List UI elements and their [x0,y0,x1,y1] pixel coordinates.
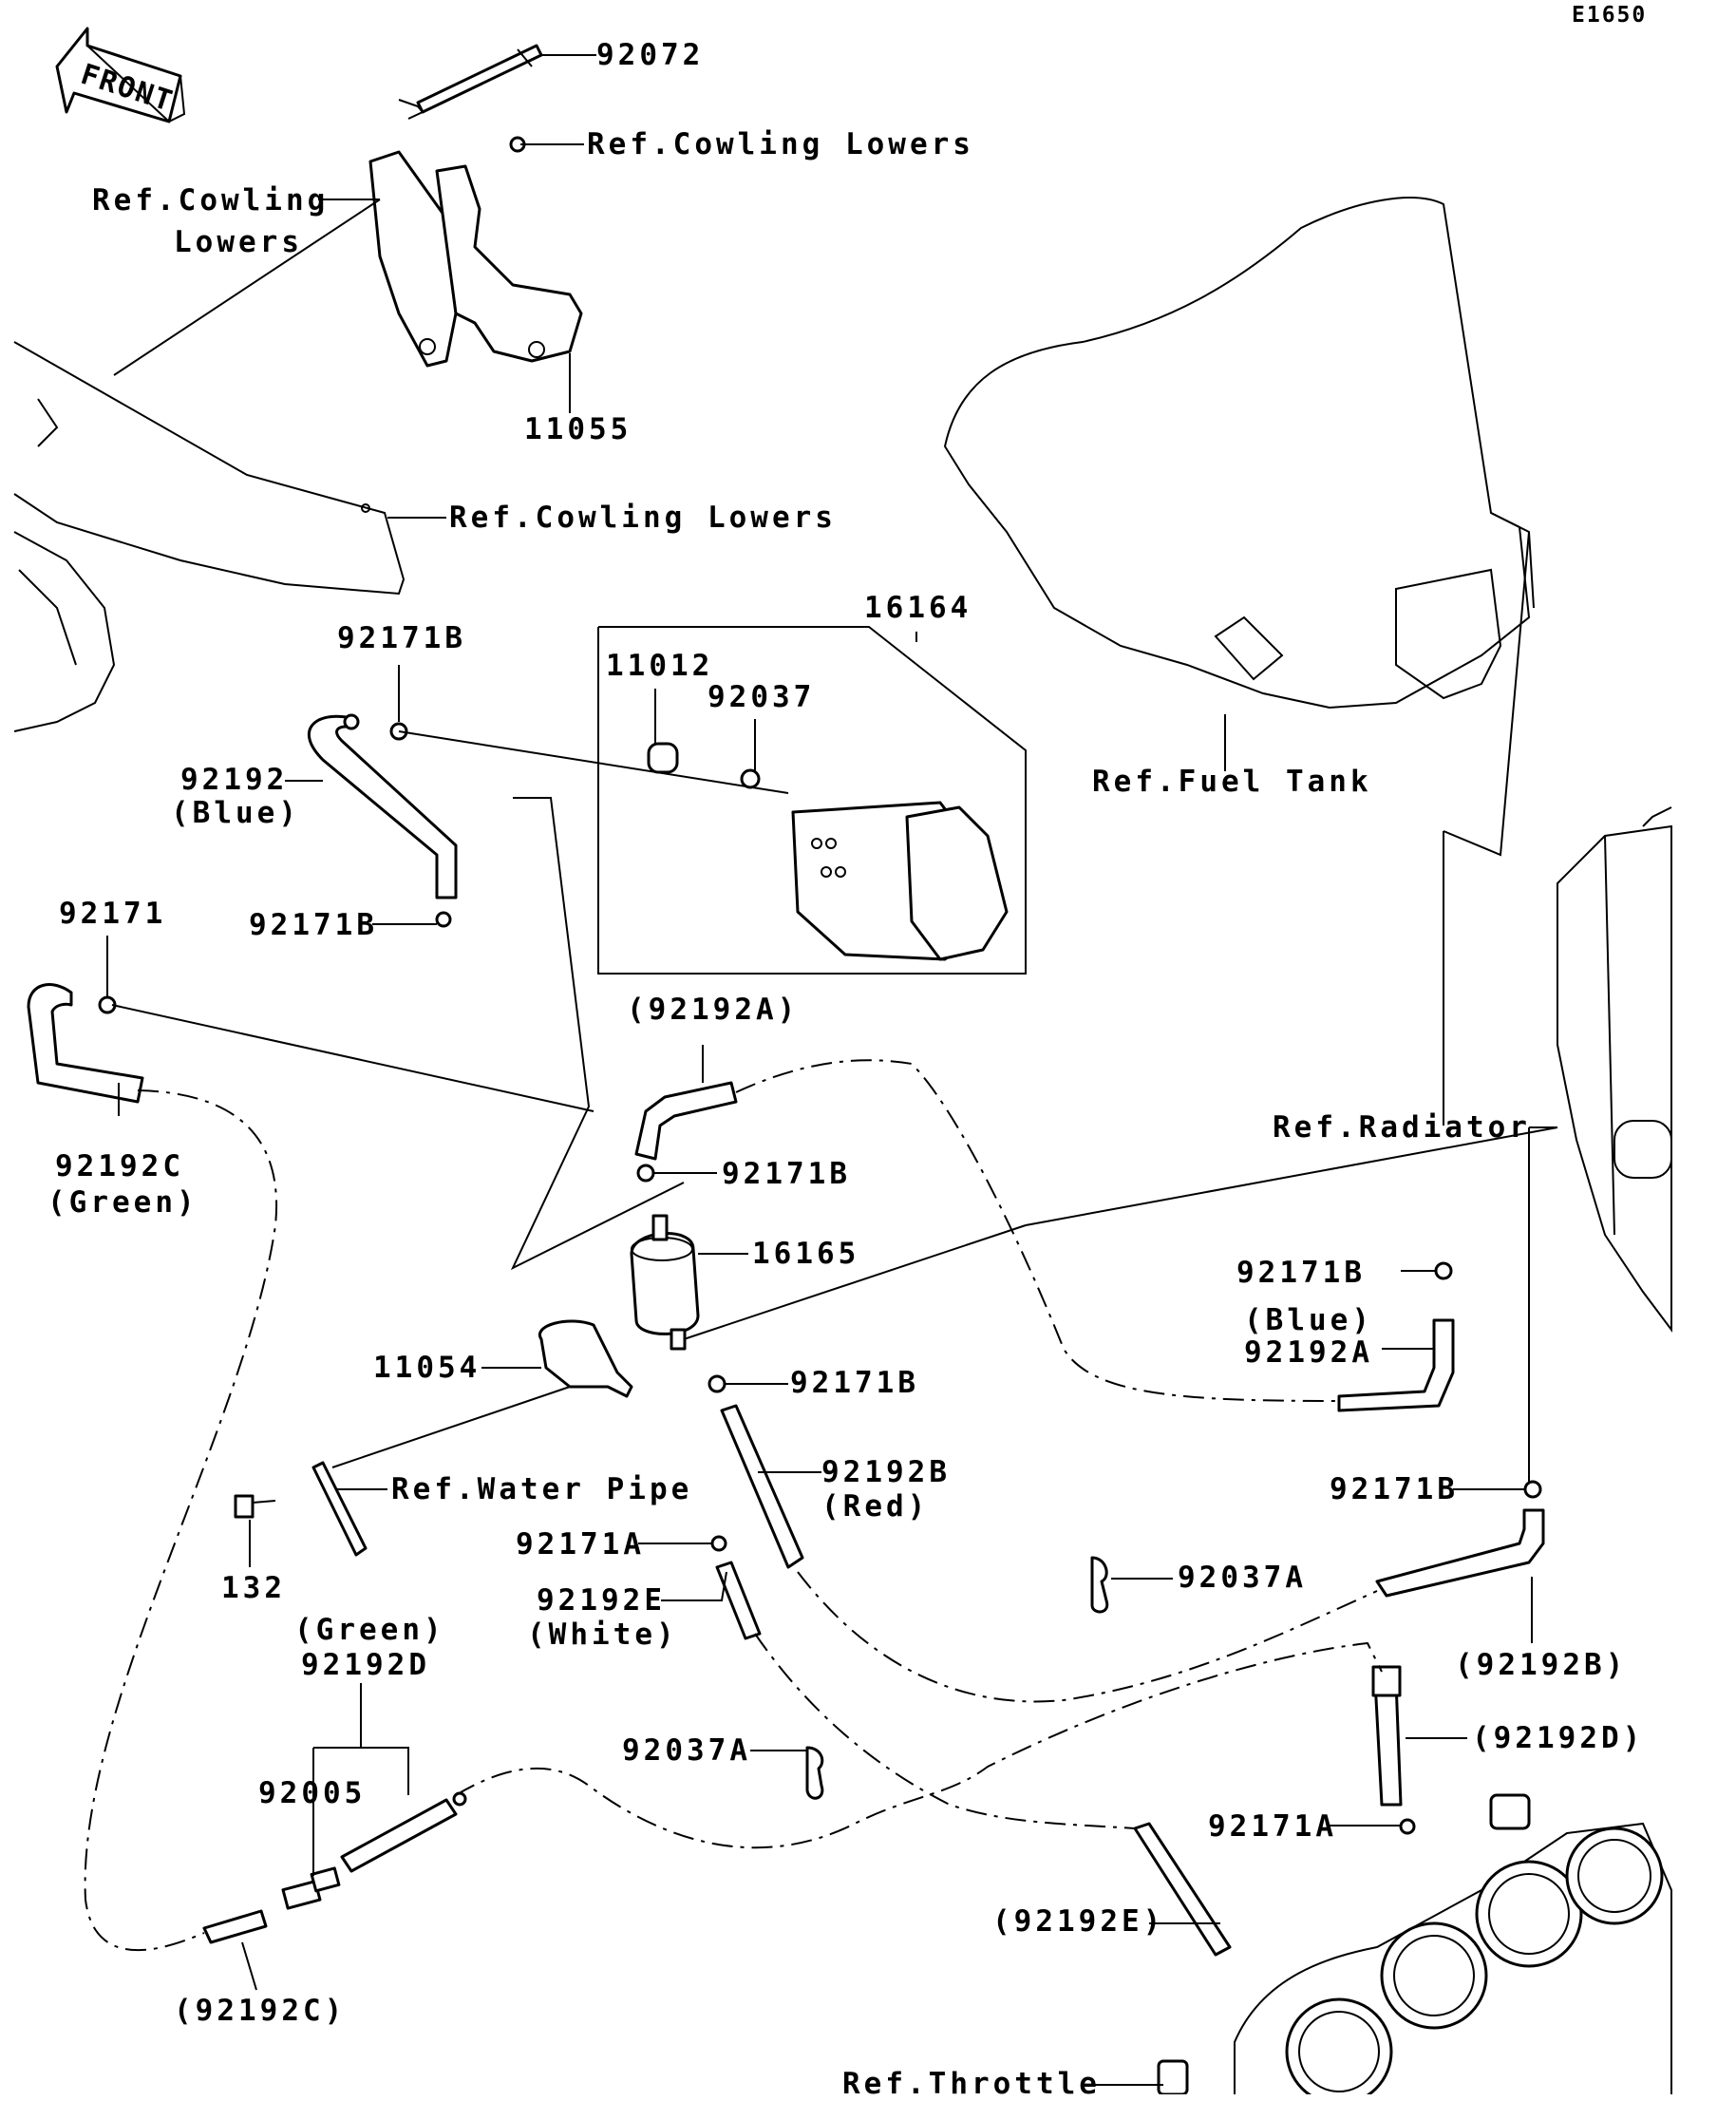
label-ref-cowling-lowers-mid: Ref.Cowling Lowers [449,501,837,535]
clamp-92171A-2 [1399,1818,1416,1835]
label-92171B-2: 92171B [249,908,378,942]
label-ref-cowling-lowers-top: Ref.Cowling Lowers [587,127,974,161]
label-92171A-1: 92171A [516,1527,645,1562]
hose-92192B-red [720,1404,804,1569]
label-92037A-1: 92037A [1178,1561,1307,1595]
hose-92192D-lower [1371,1665,1403,1807]
label-11054: 11054 [373,1351,481,1385]
label-92192A: 92192A [1244,1335,1373,1370]
clamp-92171B-6 [1523,1480,1542,1499]
label-92192E-ref: (92192E) [992,1904,1165,1939]
clip-92037A-2 [805,1746,824,1800]
hose-92192A-top [634,1081,738,1161]
label-132: 132 [221,1571,286,1605]
label-92072: 92072 [596,38,705,72]
bolt-132 [234,1494,276,1519]
label-ref-radiator: Ref.Radiator [1273,1110,1531,1145]
label-92171A-2: 92171A [1208,1809,1337,1844]
label-11012: 11012 [606,649,714,683]
label-92171B-6: 92171B [1330,1472,1459,1506]
label-92192A-color: (Blue) [1244,1303,1373,1337]
leader-lines [106,54,1558,2086]
label-16165: 16165 [752,1237,860,1271]
clamp-92171B-3 [636,1164,655,1183]
label-92192D: 92192D [301,1648,430,1682]
hose-92192E-lower [1133,1822,1232,1957]
radiator-outline [1557,806,1672,1333]
hose-92192E-white [715,1561,762,1640]
label-92192B-color: (Red) [821,1489,930,1524]
clip-92037A-1 [1090,1556,1109,1614]
clamp-92171B-4 [1434,1261,1453,1280]
label-92171B-5: 92171B [790,1366,919,1400]
clamp-92171B-2 [435,911,452,928]
label-92192D-color: (Green) [294,1613,445,1647]
water-pipe-bracket [311,1461,368,1557]
label-92171: 92171 [59,897,167,931]
canister-kit-outline [510,626,1027,1271]
label-92037A-2: 92037A [622,1733,751,1768]
label-16164: 16164 [864,591,972,625]
label-ref-fuel-tank: Ref.Fuel Tank [1092,765,1372,799]
label-92192C: 92192C [55,1149,184,1183]
diagram-code: E1650 [1572,3,1648,28]
hose-92192C-green [27,983,144,1104]
hose-92192B-lower [1375,1508,1545,1598]
label-92192E: 92192E [537,1583,666,1618]
label-92192B: 92192B [821,1455,951,1489]
cowling-outline [13,341,406,732]
clamp-92171A-1 [710,1535,727,1552]
routing-lines [84,1059,1383,1952]
hose-92192-blue [307,713,458,899]
throttle-body-outline [1157,1793,1672,2094]
fuel-tank-outline [943,197,1535,710]
front-arrow-icon: FRONT [55,27,186,123]
label-ref-cowling-left-1: Ref.Cowling [92,183,330,218]
label-92192E-color: (White) [527,1618,678,1652]
label-ref-water-pipe: Ref.Water Pipe [391,1472,693,1506]
hose-92192A-right [1337,1318,1455,1412]
label-92171B-3: 92171B [722,1157,851,1191]
label-92171B-1: 92171B [337,621,466,655]
stay-11055 [368,136,583,368]
label-92192D-ref: (92192D) [1472,1721,1645,1755]
label-11055: 11055 [524,412,632,446]
clamp-11054 [538,1319,633,1398]
label-92192: 92192 [180,763,289,797]
hose-92192C-lower [202,1909,268,1944]
label-92005: 92005 [258,1776,367,1810]
label-92171B-4: 92171B [1236,1256,1366,1290]
label-92192B-ref: (92192B) [1455,1648,1628,1682]
clamp-92171B-5 [708,1374,726,1393]
label-92192C-ref: (92192C) [174,1994,347,2028]
strap-92072 [398,44,543,120]
label-92192C-color: (Green) [47,1185,198,1220]
label-ref-cowling-left-2: Lowers [174,225,303,259]
joint-92005 [281,1866,341,1910]
label-92037: 92037 [708,680,816,714]
hose-92192D-upper [340,1791,467,1873]
filter-16165 [630,1214,700,1351]
label-92192-color: (Blue) [171,796,300,830]
label-92192A-ref: (92192A) [627,993,800,1027]
label-ref-throttle: Ref.Throttle [842,2067,1101,2101]
